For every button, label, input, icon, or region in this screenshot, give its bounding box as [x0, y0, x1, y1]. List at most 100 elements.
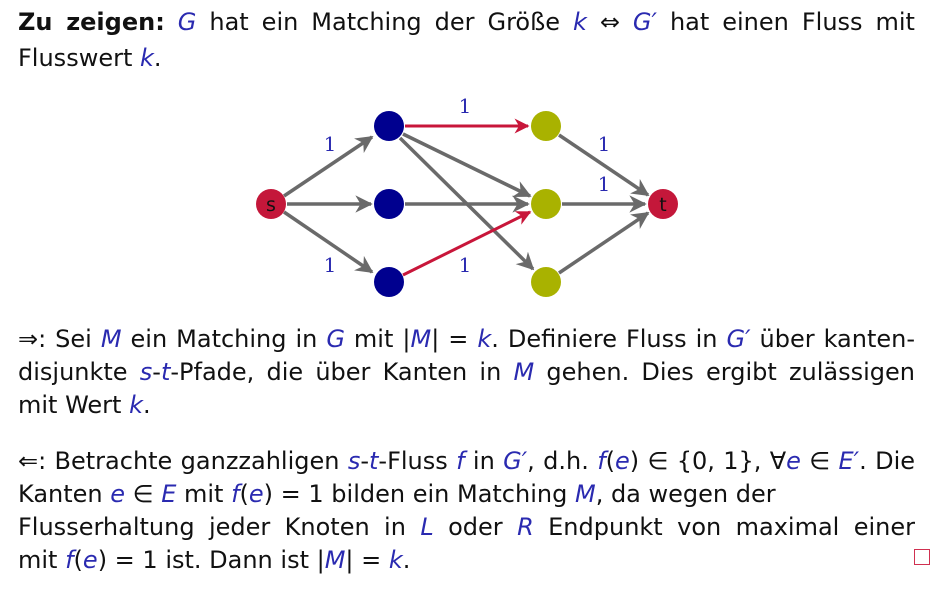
text-segment: mit: [176, 480, 232, 508]
text-segment: (: [73, 546, 83, 574]
flow-label: 1: [324, 132, 337, 156]
text-line: mit f(e) = 1 ist. Dann ist |M| = k.: [18, 544, 915, 577]
math-symbol: f: [65, 546, 74, 574]
math-symbol: s: [139, 358, 153, 386]
edge-s-l1: [283, 135, 374, 198]
math-symbol: R: [517, 513, 534, 541]
flow-label: 1: [459, 253, 472, 277]
text-line: Flusswert k.: [18, 40, 915, 76]
sink-node: [648, 189, 678, 219]
text-segment: ∈: [800, 447, 839, 475]
flow-label: 1: [459, 94, 472, 118]
text-line: Zu zeigen: G hat ein Matching der Größe …: [18, 4, 915, 40]
math-symbol: k: [129, 391, 143, 419]
text-segment: Kanten: [18, 480, 111, 508]
text-segment: .: [402, 546, 411, 574]
text-segment: . Definiere Fluss in: [491, 325, 727, 353]
math-symbol: M: [513, 358, 535, 386]
math-symbol: k: [388, 546, 403, 574]
text-segment: ⇐: Betrachte ganzzahligen: [18, 447, 348, 475]
text-segment: | =: [431, 325, 478, 353]
math-symbol: t: [160, 358, 171, 386]
math-symbol: E: [161, 480, 177, 508]
text-segment: ) ∈ {0, 1}, ∀: [629, 447, 787, 475]
text-segment: ) = 1 ist. Dann ist |: [97, 546, 325, 574]
text-segment: Endpunkt von maximal einer Kante: [548, 513, 915, 541]
text-segment: ⇒: Sei: [18, 325, 101, 353]
math-symbol: k: [572, 8, 587, 36]
flow-label: 1: [598, 132, 611, 156]
text-line: mit Wert k.: [18, 389, 915, 422]
edge-s-l3: [283, 210, 374, 274]
text-line: Flusserhaltung jeder Knoten in L oder R …: [18, 511, 915, 544]
text-segment: mit Wert: [18, 391, 130, 419]
text-segment: Flusserhaltung jeder Knoten in: [18, 513, 421, 541]
math-symbol: G′: [503, 447, 528, 475]
text-segment: -Pfade, die über Kanten in: [170, 358, 514, 386]
text-segment: (: [239, 480, 249, 508]
text-segment: (: [605, 447, 616, 475]
math-symbol: M: [100, 325, 122, 353]
left-node: [374, 111, 404, 141]
math-symbol: e: [110, 480, 126, 508]
text-segment: -: [152, 358, 161, 386]
text-segment: mit |: [344, 325, 411, 353]
math-symbol: k: [477, 325, 492, 353]
math-symbol: f: [597, 447, 606, 475]
text-segment: -: [360, 447, 369, 475]
math-symbol: E′: [838, 447, 860, 475]
flow-label: 1: [598, 172, 611, 196]
math-symbol: G′: [726, 325, 751, 353]
math-symbol: t: [369, 447, 379, 475]
text-segment: ∈: [125, 480, 162, 508]
math-symbol: f: [231, 480, 240, 508]
math-symbol: M: [574, 480, 596, 508]
left-node: [374, 267, 404, 297]
claim-paragraph: Zu zeigen: G hat ein Matching der Größe …: [18, 4, 915, 76]
flow-label: 1: [324, 253, 337, 277]
text-segment: mit: [18, 546, 66, 574]
text-line: disjunkte s-t-Pfade, die über Kanten in …: [18, 356, 915, 389]
bold-heading: Zu zeigen:: [18, 8, 165, 36]
right-node: [531, 267, 561, 297]
math-symbol: e: [786, 447, 801, 475]
backward-direction-paragraph: ⇐: Betrachte ganzzahligen s-t-Fluss f in…: [18, 445, 915, 577]
math-symbol: M: [410, 325, 432, 353]
left-node: [374, 189, 404, 219]
matched-edge-l3-r2: [402, 210, 532, 277]
math-symbol: k: [140, 44, 154, 72]
math-symbol: e: [82, 546, 98, 574]
math-symbol: f: [456, 447, 465, 475]
text-segment: oder: [433, 513, 518, 541]
math-symbol: e: [248, 480, 264, 508]
sink-label: t: [659, 194, 666, 216]
text-segment: .: [153, 44, 162, 72]
math-symbol: e: [615, 447, 630, 475]
qed-box-icon: [914, 549, 930, 565]
text-line: ⇒: Sei M ein Matching in G mit |M| = k. …: [18, 323, 915, 356]
math-symbol: G′: [632, 8, 657, 36]
text-segment: in: [464, 447, 504, 475]
text-segment: hat einen Fluss mit: [656, 8, 915, 36]
math-symbol: M: [324, 546, 346, 574]
text-segment: , da wegen der: [595, 480, 776, 508]
edge-r1-t: [558, 133, 650, 197]
text-segment: gehen. Dies ergibt zulässigen Fluss: [546, 358, 915, 386]
math-symbol: G: [177, 8, 197, 36]
text-segment: .: [143, 391, 151, 419]
text-segment: ⇔: [586, 8, 633, 36]
text-segment: . Die: [859, 447, 915, 475]
text-line: Kanten e ∈ E mit f(e) = 1 bilden ein Mat…: [18, 478, 915, 511]
text-line: ⇐: Betrachte ganzzahligen s-t-Fluss f in…: [18, 445, 915, 478]
edge-l1-r2: [402, 132, 532, 198]
math-symbol: L: [420, 513, 434, 541]
edge-r3-t: [558, 211, 650, 275]
text-segment: disjunkte: [18, 358, 140, 386]
source-label: s: [266, 194, 276, 216]
math-symbol: s: [347, 447, 361, 475]
right-node: [531, 189, 561, 219]
source-node: [256, 189, 286, 219]
text-segment: hat ein Matching der Größe: [196, 8, 573, 36]
text-segment: ) = 1 bilden ein Matching: [263, 480, 575, 508]
